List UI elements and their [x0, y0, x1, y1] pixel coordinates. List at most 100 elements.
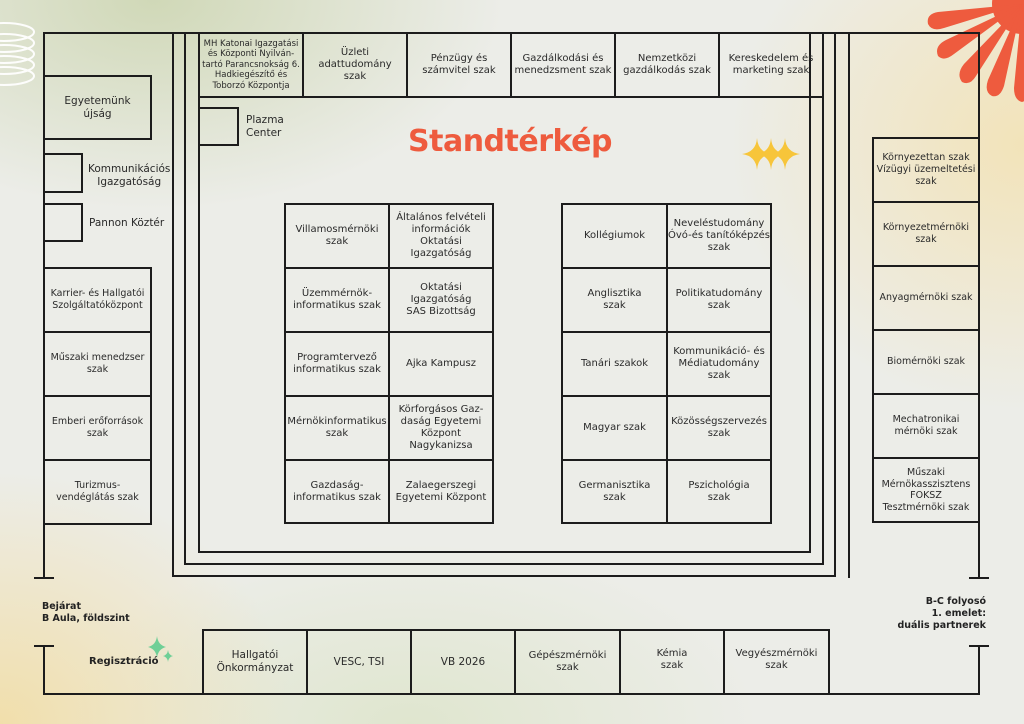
booth-mechatronikai[interactable]: Mechatronikai mérnöki szak: [872, 393, 980, 459]
booth-pannon-kozter-label: Pannon Köztér: [89, 217, 165, 229]
booth-biomernoki[interactable]: Biomérnöki szak: [872, 329, 980, 395]
booth-kommunikacios-label: Kommunikációs Igazgatóság: [88, 163, 171, 188]
page-title: Standtérkép: [408, 124, 612, 159]
booth-plazma-center-label: Plazma Center: [246, 114, 284, 139]
grid-divider: [563, 395, 770, 397]
booth-villamosmernoki[interactable]: Villamosmérnöki szak: [286, 205, 388, 267]
booth-altalanos-felveteli[interactable]: Általános felvételi információk Oktatási…: [390, 205, 492, 267]
booth-label: Karrier- és Hallgatói Szolgáltatóközpont: [50, 288, 145, 311]
booth-label: Vegyészmérnöki szak: [735, 648, 818, 671]
wall-bottom-right: [978, 645, 980, 695]
booth-hallgatoi-onkormanyzat[interactable]: Hallgatói Önkormányzat: [202, 629, 308, 695]
corridor-middle: [184, 32, 824, 565]
booth-label: Villamosmérnöki szak: [295, 224, 379, 247]
booth-label: Kereskedelem és marketing szak: [728, 53, 814, 76]
booth-vb-2026[interactable]: VB 2026: [410, 629, 516, 695]
booth-kornyezettan[interactable]: Környezettan szak Vízügyi üzemeltetési s…: [872, 137, 980, 203]
booth-label: Gépészmérnöki szak: [528, 650, 607, 673]
booth-karrier[interactable]: Karrier- és Hallgatói Szolgáltatóközpont: [43, 267, 152, 333]
booth-gepeszmernoki[interactable]: Gépészmérnöki szak: [514, 629, 621, 695]
booth-label: Mérnökinformatikus szak: [287, 416, 387, 439]
booth-penzugy[interactable]: Pénzügy és számvitel szak: [406, 32, 512, 98]
booth-label: Körforgásos Gaz- daság Egyetemi Központ …: [398, 404, 484, 451]
booth-label: Közösségszervezés szak: [671, 416, 767, 439]
booth-label: Környezettan szak Vízügyi üzemeltetési s…: [876, 152, 976, 187]
booth-korforgasos-gazdasag[interactable]: Körforgásos Gaz- daság Egyetemi Központ …: [390, 397, 492, 459]
booth-sas-bizottsag[interactable]: Oktatási Igazgatóság SAS Bizottság: [390, 269, 492, 331]
booth-gazdasaginformatikus[interactable]: Gazdaság- informatikus szak: [286, 461, 388, 522]
booth-muszaki-menedzser[interactable]: Műszaki menedzser szak: [43, 331, 152, 397]
grid-divider: [563, 459, 770, 461]
booth-programtervezo[interactable]: Programtervező informatikus szak: [286, 333, 388, 395]
booth-mh-katonai[interactable]: MH Katonai Igazgatási és Központi Nyilvá…: [198, 32, 304, 98]
booth-egyetemunk-ujsag[interactable]: Egyetemünk újság: [43, 75, 152, 140]
booth-label: Műszaki menedzser szak: [50, 352, 145, 375]
grid-divider: [563, 331, 770, 333]
corridor-inner: [198, 32, 811, 553]
booth-label: Magyar szak: [583, 422, 646, 433]
booth-kornyezetmernoki[interactable]: Környezetmérnöki szak: [872, 201, 980, 267]
booth-pszichologia[interactable]: Pszichológia szak: [668, 461, 770, 522]
booth-kommunikacio-mediatudomany[interactable]: Kommunikáció- és Médiatudomány szak: [668, 333, 770, 395]
booth-vegyeszmernoki[interactable]: Vegyészmérnöki szak: [723, 629, 830, 695]
booth-anyagmernoki[interactable]: Anyagmérnöki szak: [872, 265, 980, 331]
booth-label: Emberi erőforrások szak: [51, 416, 144, 439]
right-inner-wall: [848, 32, 850, 578]
booth-label: Turizmus- vendéglátás szak: [56, 480, 139, 503]
booth-pannon-kozter-marker[interactable]: [43, 203, 83, 242]
booth-label: Pszichológia szak: [688, 479, 750, 503]
booth-label: Műszaki Mérnökasszisztens FOKSZ Tesztmér…: [881, 467, 971, 513]
booth-label: Programtervező informatikus szak: [293, 352, 381, 375]
sparkle-green-icon: [148, 636, 173, 662]
booth-label: Hallgatói Önkormányzat: [216, 649, 294, 674]
entrance-label: Bejárat B Aula, földszint: [42, 601, 130, 624]
booth-label: Egyetemünk újság: [64, 94, 131, 120]
booth-label: Anyagmérnöki szak: [879, 292, 973, 303]
booth-ajka-kampusz[interactable]: Ajka Kampusz: [390, 333, 492, 395]
grid-divider: [286, 331, 492, 333]
corridor-outer: [172, 32, 836, 577]
wall-bottom-left: [43, 645, 45, 695]
grid-divider: [563, 267, 770, 269]
booth-anglisztika[interactable]: Anglisztika szak: [563, 269, 666, 331]
grid-divider: [286, 459, 492, 461]
booth-kemia[interactable]: Kémia szak: [619, 629, 725, 695]
center-right-grid: Kollégiumok Neveléstudomány Óvó-és tanít…: [561, 203, 772, 524]
booth-kommunikacios-marker[interactable]: [43, 153, 83, 193]
sparkle-yellow-icon: [742, 138, 800, 170]
booth-label: Gazdálkodási és menedzsment szak: [514, 53, 612, 76]
booth-emberi-eroforrasok[interactable]: Emberi erőforrások szak: [43, 395, 152, 461]
booth-tanari-szakok[interactable]: Tanári szakok: [563, 333, 666, 395]
booth-label: Tanári szakok: [580, 358, 649, 369]
wall-left-cap: [34, 577, 54, 579]
booth-zalaegerszegi[interactable]: Zalaegerszegi Egyetemi Központ: [390, 461, 492, 522]
booth-plazma-center-marker[interactable]: [198, 107, 239, 146]
booth-kozossegszervezes[interactable]: Közösségszervezés szak: [668, 397, 770, 459]
registration-label[interactable]: Regisztráció: [89, 656, 159, 667]
wall-right-cap: [969, 577, 989, 579]
booth-turizmus[interactable]: Turizmus- vendéglátás szak: [43, 459, 152, 525]
wall-bottom-right-cap: [969, 645, 989, 647]
booth-label: Üzemmérnök- informatikus szak: [293, 288, 381, 311]
booth-label: Általános felvételi információk Oktatási…: [396, 212, 486, 259]
booth-gazdalkodasi[interactable]: Gazdálkodási és menedzsment szak: [510, 32, 616, 98]
booth-mernokinformatikus[interactable]: Mérnökinformatikus szak: [286, 397, 388, 459]
booth-muszaki-mernokasszisztens[interactable]: Műszaki Mérnökasszisztens FOKSZ Tesztmér…: [872, 457, 980, 523]
booth-uzemmernok-informatikus[interactable]: Üzemmérnök- informatikus szak: [286, 269, 388, 331]
grid-divider: [286, 395, 492, 397]
booth-kereskedelem[interactable]: Kereskedelem és marketing szak: [718, 32, 824, 98]
booth-vesc-tsi[interactable]: VESC, TSI: [306, 629, 412, 695]
booth-politikatudomany[interactable]: Politikatudomány szak: [668, 269, 770, 331]
booth-label: Politikatudomány szak: [675, 288, 763, 311]
ring-decoration: [0, 22, 35, 86]
grid-divider: [388, 205, 390, 522]
booth-magyar-szak[interactable]: Magyar szak: [563, 397, 666, 459]
booth-uzleti-adattudomany[interactable]: Üzleti adattudomány szak: [302, 32, 408, 98]
booth-label: Ajka Kampusz: [406, 358, 476, 369]
booth-germanisztika[interactable]: Germanisztika szak: [563, 461, 666, 522]
booth-label: VB 2026: [440, 656, 486, 668]
booth-label: Zalaegerszegi Egyetemi Központ: [395, 479, 487, 503]
booth-nevelestudomany[interactable]: Neveléstudomány Óvó-és tanítóképzés szak: [668, 205, 770, 267]
booth-nemzetkozi[interactable]: Nemzetközi gazdálkodás szak: [614, 32, 720, 98]
booth-kollegiumok[interactable]: Kollégiumok: [563, 205, 666, 267]
